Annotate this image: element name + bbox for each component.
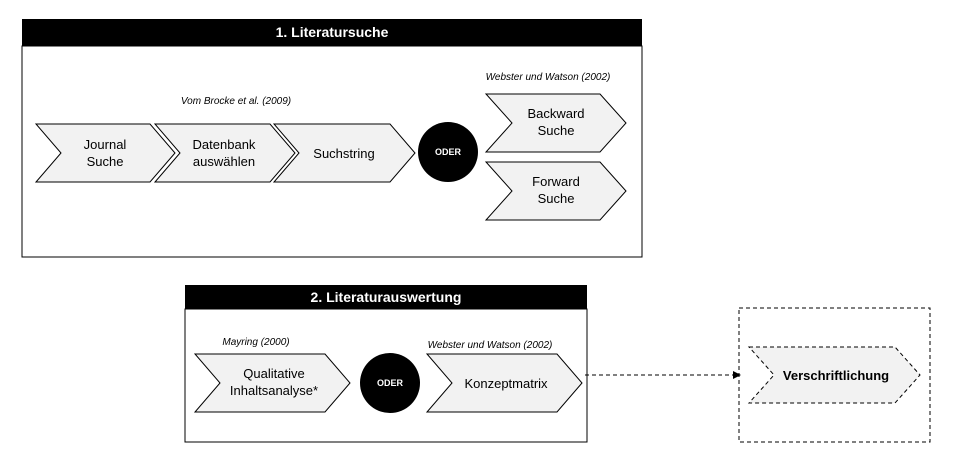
section2-or-label: ODER <box>377 378 404 388</box>
section2-header-bar <box>185 285 587 309</box>
step-forward-suche: Forward Suche <box>484 161 627 221</box>
step-backward-suche: Backward Suche <box>484 93 627 153</box>
section2-citation-right: Webster und Watson (2002) <box>428 340 553 351</box>
step-qualitative-line1: Qualitative <box>243 366 304 381</box>
section2-or-circle <box>360 353 420 413</box>
step-forward-shape <box>484 161 627 221</box>
section-literatursuche: 1. Literatursuche Vom Brocke et al. (200… <box>21 19 643 258</box>
step-journal-suche-line1: Journal <box>84 137 127 152</box>
section3-dashed-frame <box>738 307 931 443</box>
section1-citation-left: Vom Brocke et al. (2009) <box>181 96 291 107</box>
step-konzeptmatrix-shape <box>425 353 583 413</box>
step-konzeptmatrix: Konzeptmatrix <box>425 353 583 413</box>
step-journal-suche: Journal Suche <box>34 123 176 183</box>
step-datenbank-line2: auswählen <box>193 154 255 169</box>
step-backward-shape <box>484 93 627 153</box>
step-backward-line1: Backward <box>527 106 584 121</box>
step-suchstring-shape <box>272 123 416 183</box>
section-literaturauswertung: 2. Literaturauswertung Mayring (2000) We… <box>184 285 588 443</box>
step-qualitative-inhaltsanalyse: Qualitative Inhaltsanalyse* <box>193 353 351 413</box>
step-datenbank-shape <box>153 123 296 183</box>
step-verschriftlichung-shape <box>747 346 921 404</box>
step-qualitative-shape <box>193 353 351 413</box>
step-datenbank-auswaehlen: Datenbank auswählen <box>153 123 296 183</box>
step-forward-line2: Suche <box>538 191 575 206</box>
step-suchstring-line1: Suchstring <box>313 146 374 161</box>
step-journal-suche-line2: Suche <box>87 154 124 169</box>
step-forward-line1: Forward <box>532 174 580 189</box>
section1-or-circle <box>418 122 478 182</box>
section1-header-bar <box>22 19 642 46</box>
section1-or-node: ODER <box>418 122 478 182</box>
section2-citation-left: Mayring (2000) <box>222 337 289 348</box>
step-datenbank-line1: Datenbank <box>193 137 256 152</box>
step-konzeptmatrix-line1: Konzeptmatrix <box>464 376 548 391</box>
step-suchstring: Suchstring <box>272 123 416 183</box>
step-backward-line2: Suche <box>538 123 575 138</box>
section-verschriftlichung: Verschriftlichung <box>738 307 931 443</box>
step-verschriftlichung-label: Verschriftlichung <box>783 368 889 383</box>
section1-citation-right: Webster und Watson (2002) <box>486 72 611 83</box>
step-journal-suche-shape <box>34 123 176 183</box>
section2-or-node: ODER <box>360 353 420 413</box>
step-qualitative-line2: Inhaltsanalyse* <box>230 383 318 398</box>
section1-title: 1. Literatursuche <box>276 24 389 40</box>
section1-or-label: ODER <box>435 147 462 157</box>
section2-title: 2. Literaturauswertung <box>311 289 462 305</box>
